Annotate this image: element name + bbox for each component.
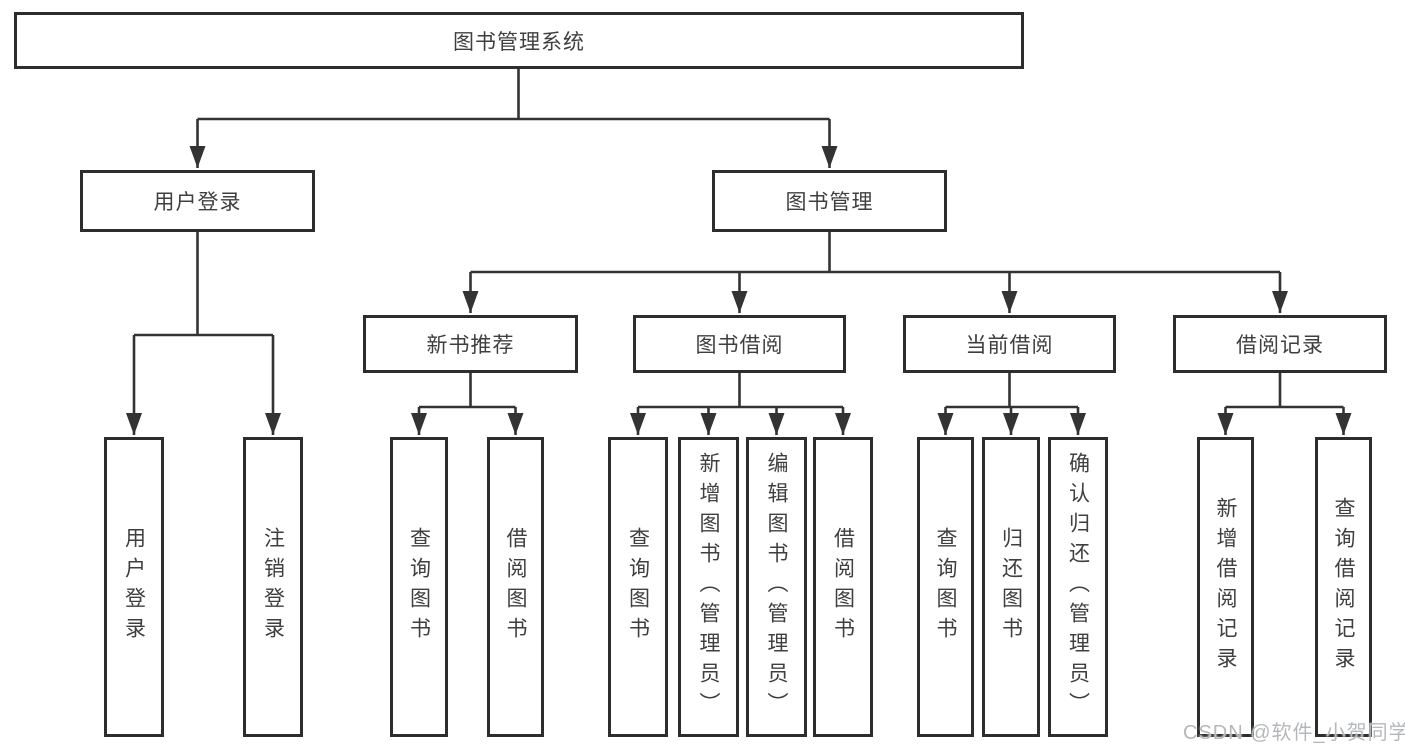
edge-records-to-leaves (1225, 373, 1344, 409)
node-book-management: 图书管理 (712, 170, 947, 232)
node-borrowing-records: 借阅记录 (1173, 315, 1387, 373)
watermark: CSDN @软件_小贺同学 (1183, 722, 1405, 744)
leaf-current-query-books-label: 查询图书 (934, 527, 957, 647)
leaf-current-confirm-return-admin-label: 确认归还（管理员） (1066, 452, 1090, 722)
node-book-management-label: 图书管理 (785, 191, 874, 214)
node-book-borrowing-label: 图书借阅 (695, 334, 784, 357)
node-root: 图书管理系统 (14, 12, 1024, 69)
leaf-current-query-books: 查询图书 (917, 437, 974, 737)
leaf-newbook-borrow-books: 借阅图书 (487, 437, 544, 737)
leaf-current-confirm-return-admin: 确认归还（管理员） (1048, 437, 1108, 737)
leaf-borrow-add-books-admin: 新增图书（管理员） (678, 437, 739, 737)
edge-book-mgmt-to-level3 (470, 232, 1280, 274)
leaf-records-query-record: 查询借阅记录 (1315, 437, 1372, 737)
leaf-user-login-label: 用户登录 (122, 527, 146, 647)
leaf-records-query-record-label: 查询借阅记录 (1332, 497, 1355, 677)
edge-current-to-leaves (945, 373, 1078, 409)
leaf-newbook-borrow-books-label: 借阅图书 (504, 527, 527, 647)
node-current-borrowing: 当前借阅 (903, 315, 1116, 373)
leaf-logout: 注销登录 (243, 437, 303, 737)
leaf-records-add-record-label: 新增借阅记录 (1214, 497, 1237, 677)
leaf-newbook-query-books: 查询图书 (390, 437, 448, 737)
leaf-borrow-edit-books-admin-label: 编辑图书（管理员） (765, 452, 788, 722)
leaf-current-return-books-label: 归还图书 (999, 527, 1023, 647)
node-current-borrowing-label: 当前借阅 (965, 334, 1054, 357)
edge-newbook-to-leaves (419, 373, 516, 409)
edge-root-to-level2 (197, 69, 830, 121)
leaf-borrow-add-books-admin-label: 新增图书（管理员） (697, 452, 720, 722)
leaf-borrow-edit-books-admin: 编辑图书（管理员） (746, 437, 807, 737)
edge-borrow-to-leaves (638, 373, 843, 409)
node-new-book-recommendation-label: 新书推荐 (426, 334, 515, 357)
leaf-user-login: 用户登录 (104, 437, 164, 737)
node-book-borrowing: 图书借阅 (633, 315, 846, 373)
node-user-login-label: 用户登录 (153, 191, 242, 214)
node-user-login: 用户登录 (80, 170, 315, 232)
leaf-borrow-query-books: 查询图书 (608, 437, 668, 737)
edge-user-login-to-leaves (134, 232, 273, 337)
leaf-current-return-books: 归还图书 (982, 437, 1040, 737)
leaf-borrow-query-books-label: 查询图书 (626, 527, 650, 647)
node-root-label: 图书管理系统 (453, 30, 585, 54)
leaf-records-add-record: 新增借阅记录 (1197, 437, 1254, 737)
leaf-borrow-borrow-books-label: 借阅图书 (831, 527, 855, 647)
leaf-newbook-query-books-label: 查询图书 (407, 527, 431, 647)
node-new-book-recommendation: 新书推荐 (363, 315, 578, 373)
leaf-logout-label: 注销登录 (261, 527, 285, 647)
node-borrowing-records-label: 借阅记录 (1236, 334, 1324, 357)
leaf-borrow-borrow-books: 借阅图书 (813, 437, 873, 737)
